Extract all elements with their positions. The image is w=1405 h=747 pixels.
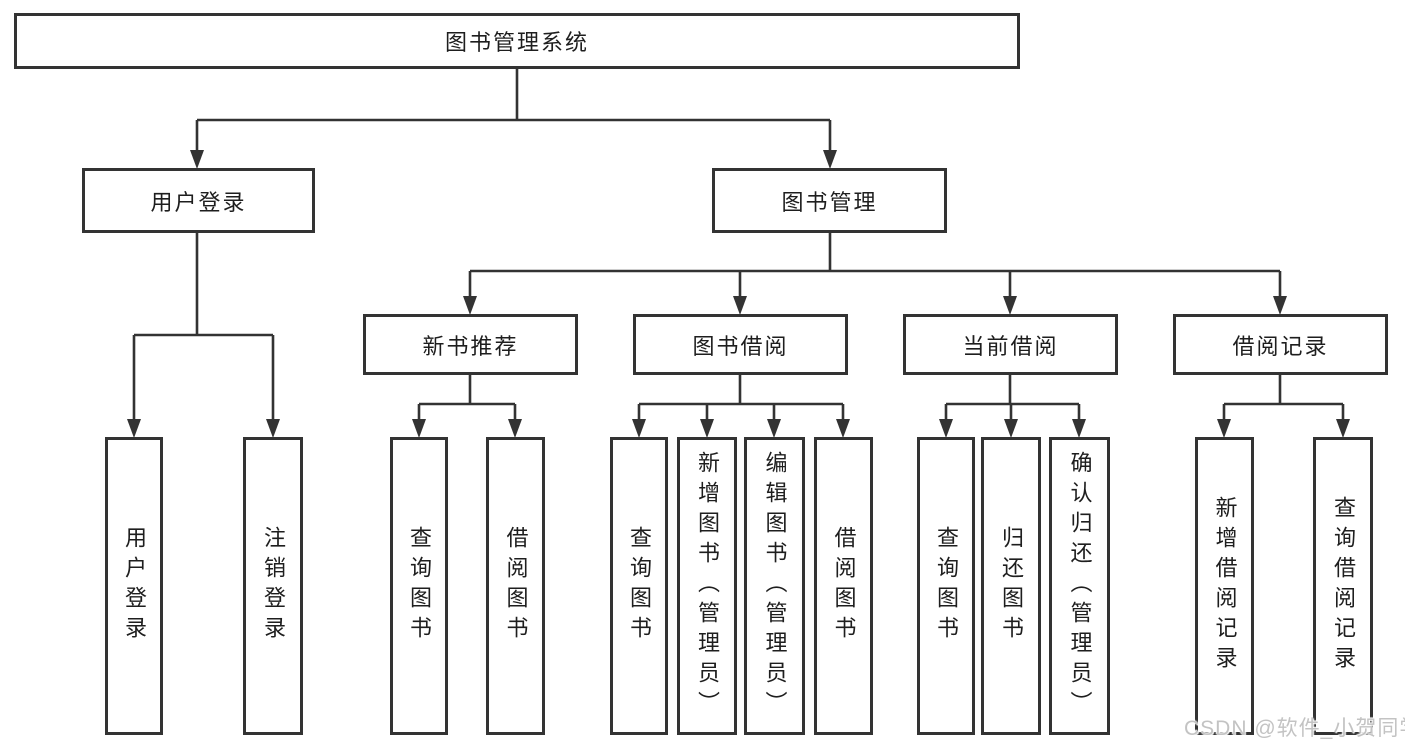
node-new-book-recommend: 新书推荐 <box>363 314 578 375</box>
arrowhead <box>939 419 953 438</box>
leaf-newrec-borrow-books: 借阅图书 <box>486 437 545 735</box>
node-root: 图书管理系统 <box>14 13 1020 69</box>
leaf-confirm-return-admin-label: 确认归还（管理员） <box>1067 451 1093 721</box>
leaf-user-login: 用户登录 <box>105 437 163 735</box>
leaf-query-borrow-record-label: 查询借阅记录 <box>1331 496 1356 676</box>
leaf-edit-books-admin-label: 编辑图书（管理员） <box>762 451 788 721</box>
leaf-borrowing-borrow-books-label: 借阅图书 <box>831 526 857 646</box>
arrowhead <box>836 419 850 438</box>
connector-user <box>132 233 275 424</box>
connector-record <box>1222 375 1345 424</box>
arrowhead <box>1273 296 1287 315</box>
node-root-label: 图书管理系统 <box>444 30 589 55</box>
leaf-add-books-admin-label: 新增图书（管理员） <box>695 451 720 721</box>
arrowhead <box>700 419 714 438</box>
arrowhead <box>463 296 477 315</box>
leaf-current-query-books: 查询图书 <box>917 437 975 735</box>
connector-newrec <box>417 375 517 424</box>
arrowhead <box>1217 419 1231 438</box>
leaf-newrec-query-books: 查询图书 <box>390 437 448 735</box>
csdn-watermark: CSDN @软件_小贺同学 <box>1184 717 1405 740</box>
leaf-confirm-return-admin: 确认归还（管理员） <box>1049 437 1110 735</box>
arrowhead <box>1004 419 1018 438</box>
arrowhead <box>1072 419 1086 438</box>
node-user-login-label: 用户登录 <box>150 189 247 215</box>
leaf-add-borrow-record-label: 新增借阅记录 <box>1212 496 1238 676</box>
node-book-borrowing-label: 图书借阅 <box>692 333 789 359</box>
arrowhead <box>127 419 141 438</box>
arrowhead <box>266 419 280 438</box>
arrowhead <box>632 419 646 438</box>
leaf-current-query-books-label: 查询图书 <box>934 526 959 646</box>
leaf-logout: 注销登录 <box>243 437 303 735</box>
leaf-add-borrow-record: 新增借阅记录 <box>1195 437 1254 735</box>
connector-root <box>195 69 832 154</box>
connector-borrowing <box>637 375 845 424</box>
leaf-edit-books-admin: 编辑图书（管理员） <box>744 437 805 735</box>
node-book-management-label: 图书管理 <box>781 189 878 215</box>
node-book-borrowing: 图书借阅 <box>633 314 848 375</box>
node-borrow-records: 借阅记录 <box>1173 314 1388 375</box>
leaf-user-login-label: 用户登录 <box>122 526 147 646</box>
leaf-newrec-query-books-label: 查询图书 <box>407 526 432 646</box>
arrowhead <box>823 150 837 169</box>
arrowhead <box>412 419 426 438</box>
connector-current <box>944 375 1081 424</box>
arrowhead <box>508 419 522 438</box>
node-new-book-recommend-label: 新书推荐 <box>422 333 519 359</box>
arrowhead <box>1336 419 1350 438</box>
leaf-add-books-admin: 新增图书（管理员） <box>677 437 737 735</box>
leaf-logout-label: 注销登录 <box>261 526 286 646</box>
arrowhead <box>733 296 747 315</box>
arrowhead <box>190 150 204 169</box>
arrowhead <box>1003 296 1017 315</box>
connector-book <box>468 233 1282 300</box>
node-book-management: 图书管理 <box>712 168 947 233</box>
node-borrow-records-label: 借阅记录 <box>1232 333 1329 359</box>
leaf-borrowing-query-books: 查询图书 <box>610 437 668 735</box>
leaf-newrec-borrow-books-label: 借阅图书 <box>503 526 529 646</box>
arrowhead <box>767 419 781 438</box>
leaf-return-books: 归还图书 <box>981 437 1041 735</box>
node-current-borrowing: 当前借阅 <box>903 314 1118 375</box>
leaf-query-borrow-record: 查询借阅记录 <box>1313 437 1373 735</box>
leaf-borrowing-query-books-label: 查询图书 <box>627 526 652 646</box>
leaf-return-books-label: 归还图书 <box>999 526 1024 646</box>
node-current-borrowing-label: 当前借阅 <box>962 333 1059 359</box>
leaf-borrowing-borrow-books: 借阅图书 <box>814 437 873 735</box>
node-user-login: 用户登录 <box>82 168 315 233</box>
